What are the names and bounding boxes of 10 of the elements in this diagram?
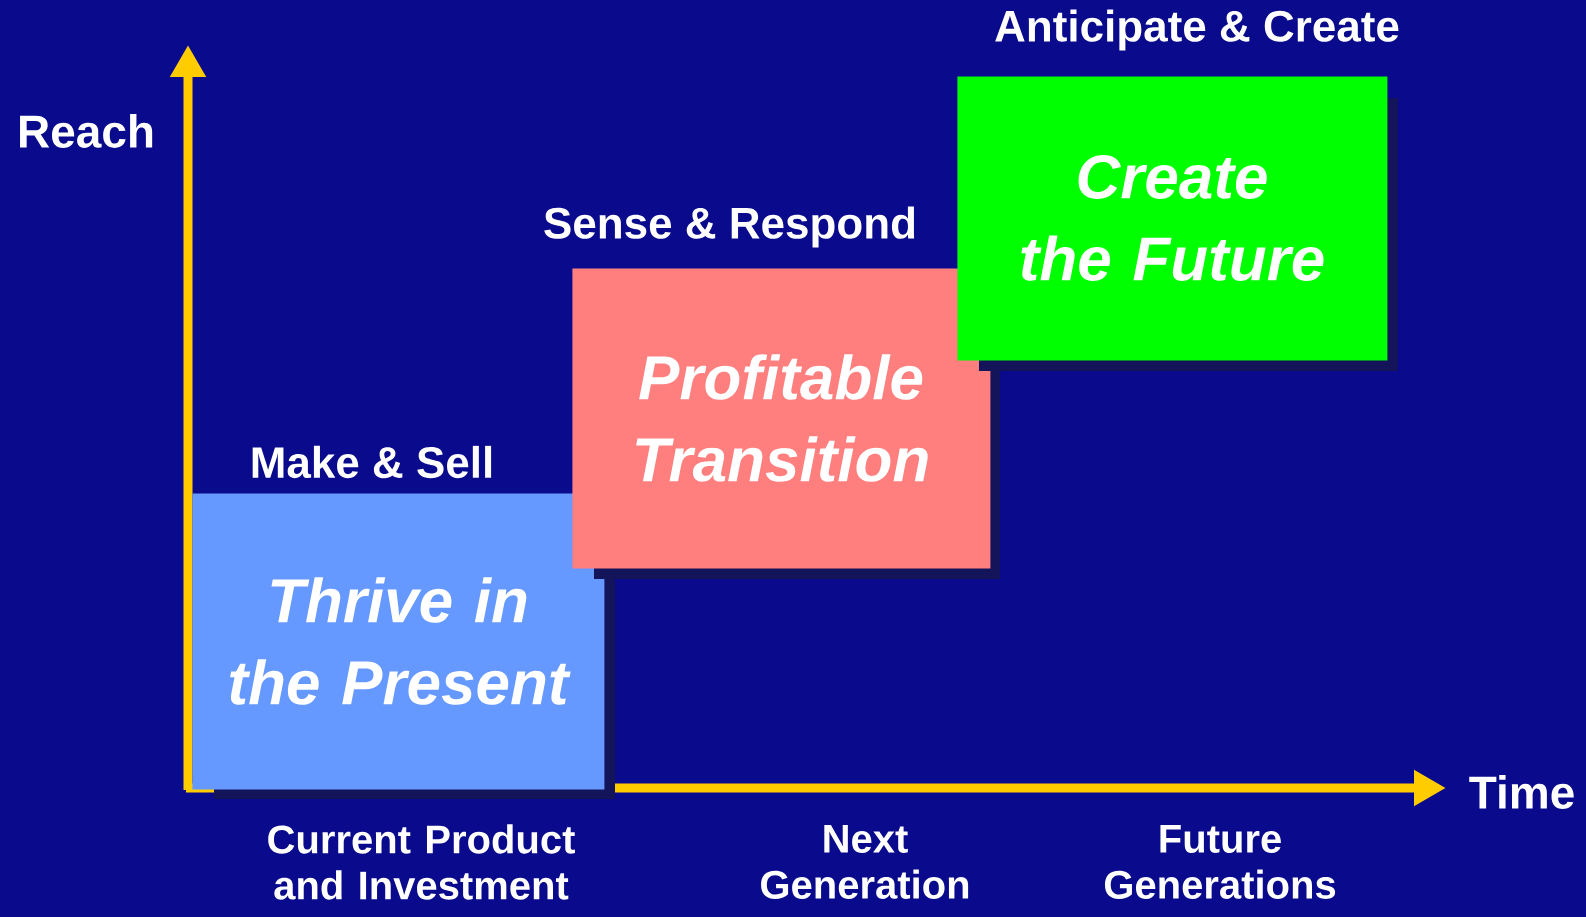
time-label: Next Generation — [761, 825, 969, 899]
axis-label: Time — [1469, 775, 1574, 809]
time-label: Future Generations — [1104, 825, 1336, 899]
step-box: Profitable Transition — [572, 268, 1000, 579]
step-heading: Make & Sell — [252, 445, 492, 479]
axis-label: Reach — [20, 114, 153, 148]
step-heading: Anticipate & Create — [995, 9, 1399, 51]
step-box: Create the Future — [957, 76, 1398, 371]
step-box: Thrive in the Present — [192, 493, 615, 799]
step-heading: Sense & Respond — [544, 206, 915, 248]
